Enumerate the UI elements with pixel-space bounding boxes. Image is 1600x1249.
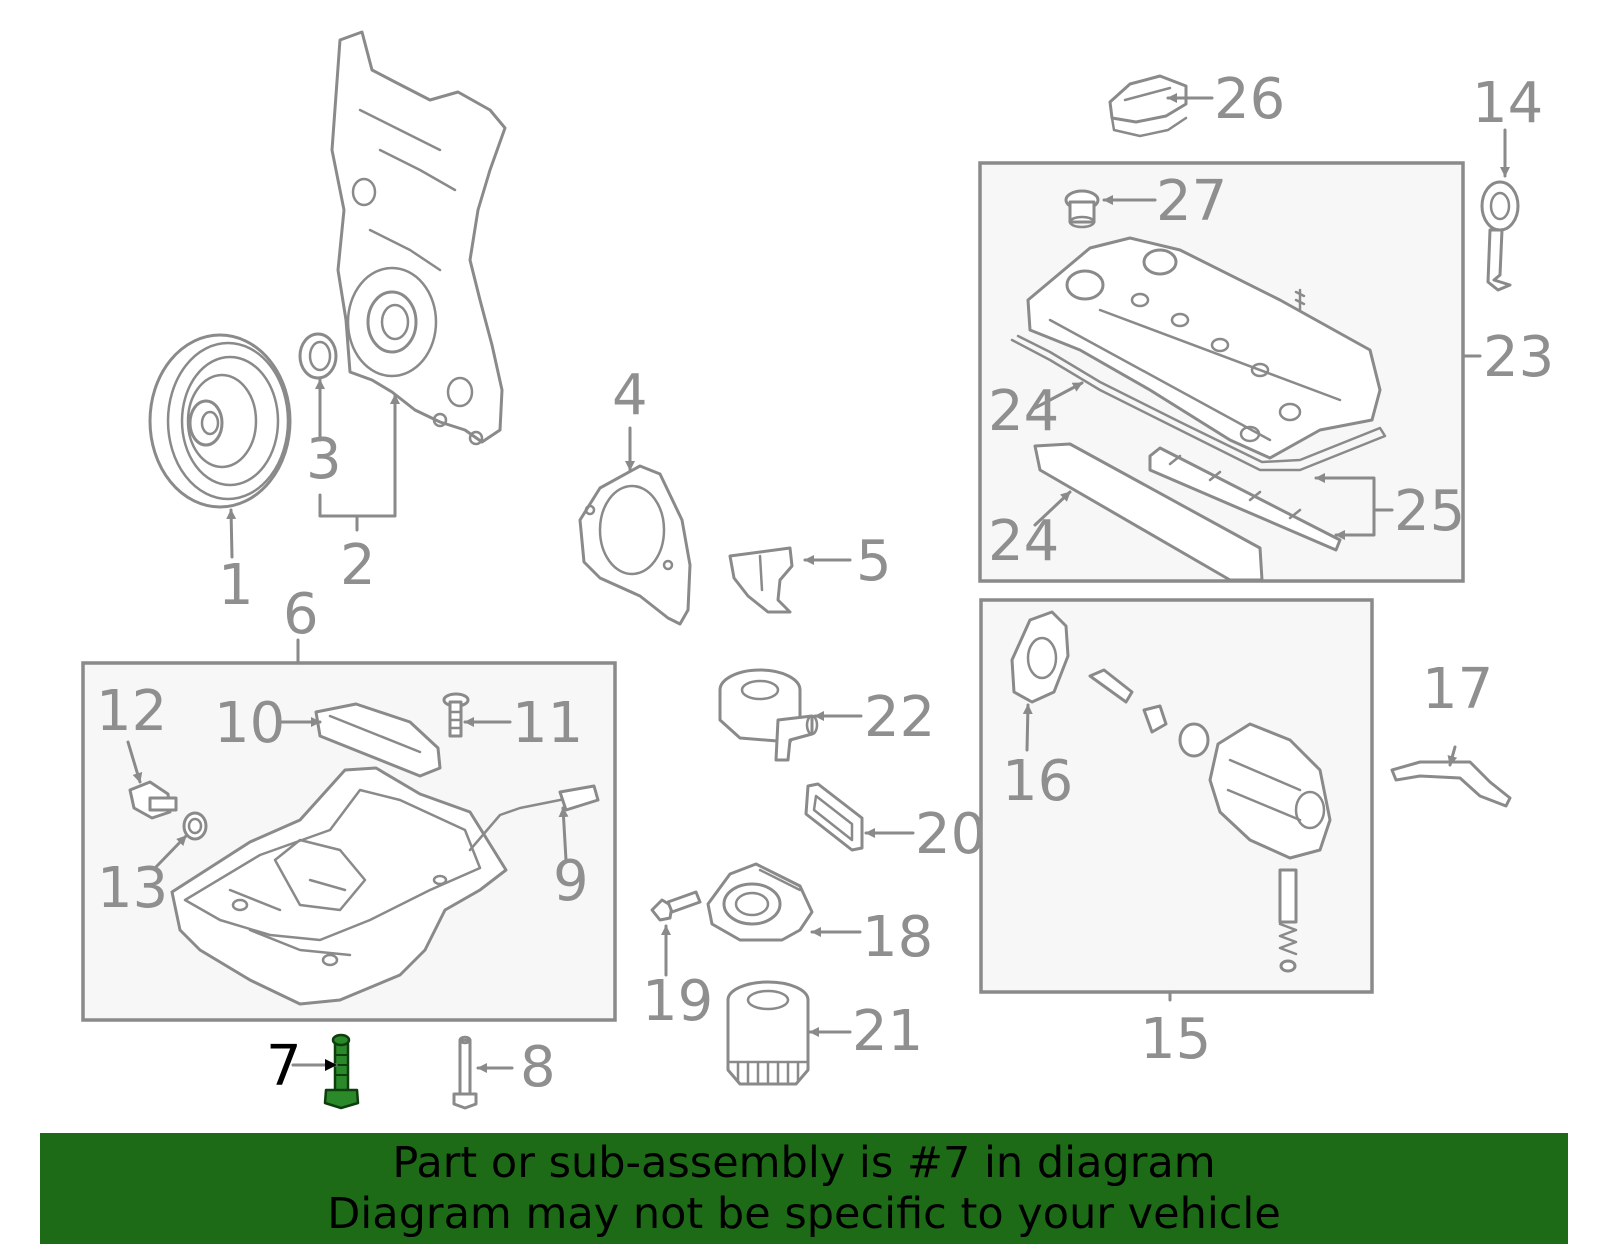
callout-18: 18 — [862, 905, 933, 970]
drain-plug-washer[interactable] — [182, 811, 208, 841]
callout-27: 27 — [1156, 169, 1227, 234]
banner-line-2: Diagram may not be specific to your vehi… — [327, 1188, 1281, 1239]
oil-dipstick[interactable] — [1480, 180, 1520, 292]
callout-23: 23 — [1483, 325, 1554, 390]
callout-24-upper: 24 — [988, 379, 1059, 444]
info-banner: Part or sub-assembly is #7 in diagram Di… — [40, 1133, 1568, 1244]
leader-lines — [126, 93, 1510, 1073]
long-bolt[interactable] — [452, 1035, 478, 1110]
callout-1: 1 — [218, 553, 254, 618]
callout-22: 22 — [864, 685, 935, 750]
callout-5: 5 — [856, 529, 892, 594]
callout-2: 2 — [340, 533, 376, 598]
timing-chain-cover[interactable] — [330, 30, 507, 446]
front-crank-seal[interactable] — [298, 332, 338, 380]
oil-baffle[interactable] — [728, 546, 794, 614]
callout-10: 10 — [214, 691, 285, 756]
banner-line-1: Part or sub-assembly is #7 in diagram — [392, 1137, 1216, 1188]
rear-seal-cover[interactable] — [578, 464, 692, 626]
oil-pump-gasket[interactable] — [1010, 610, 1070, 704]
tray-bolt[interactable] — [442, 692, 470, 738]
callout-20: 20 — [915, 802, 986, 867]
oil-cooler-gasket[interactable] — [804, 782, 864, 852]
oil-pan[interactable] — [170, 766, 508, 1006]
callout-3: 3 — [306, 427, 342, 492]
oil-pump[interactable] — [1088, 668, 1332, 973]
windage-tray[interactable] — [314, 702, 442, 778]
valve-cover-gasket-lower[interactable] — [1033, 442, 1264, 582]
callout-19: 19 — [642, 969, 713, 1034]
callout-17: 17 — [1422, 657, 1493, 722]
oil-pump-bracket[interactable] — [1390, 760, 1512, 808]
callout-8: 8 — [520, 1035, 556, 1100]
spark-plug-tube-cap[interactable] — [1064, 189, 1100, 229]
adapter-bolt[interactable] — [650, 890, 702, 922]
oil-filter-adapter[interactable] — [706, 862, 814, 942]
oil-pan-bolt-highlighted[interactable] — [323, 1033, 360, 1110]
valve-cover[interactable] — [1026, 236, 1382, 460]
callout-7: 7 — [266, 1034, 302, 1099]
callout-26: 26 — [1214, 67, 1285, 132]
callout-4: 4 — [612, 363, 648, 428]
callout-14: 14 — [1472, 71, 1543, 136]
callout-25: 25 — [1394, 479, 1465, 544]
callout-12: 12 — [96, 679, 167, 744]
oil-cooler[interactable] — [718, 668, 819, 762]
callout-6: 6 — [283, 582, 319, 647]
crankshaft-pulley[interactable] — [148, 333, 292, 509]
callout-16: 16 — [1002, 749, 1073, 814]
oil-filler-cap[interactable] — [1108, 74, 1188, 138]
spark-plug-tube-gasket[interactable] — [1148, 446, 1342, 552]
dipstick-tube[interactable] — [468, 784, 600, 852]
drain-plug[interactable] — [128, 780, 178, 820]
callout-9: 9 — [553, 849, 589, 914]
callout-15: 15 — [1140, 1007, 1211, 1072]
valve-cover-gasket-upper[interactable] — [1010, 334, 1387, 472]
callout-11: 11 — [512, 691, 583, 756]
callout-24-lower: 24 — [988, 509, 1059, 574]
callout-13: 13 — [97, 856, 168, 921]
callout-21: 21 — [852, 999, 923, 1064]
oil-filter[interactable] — [726, 980, 810, 1086]
